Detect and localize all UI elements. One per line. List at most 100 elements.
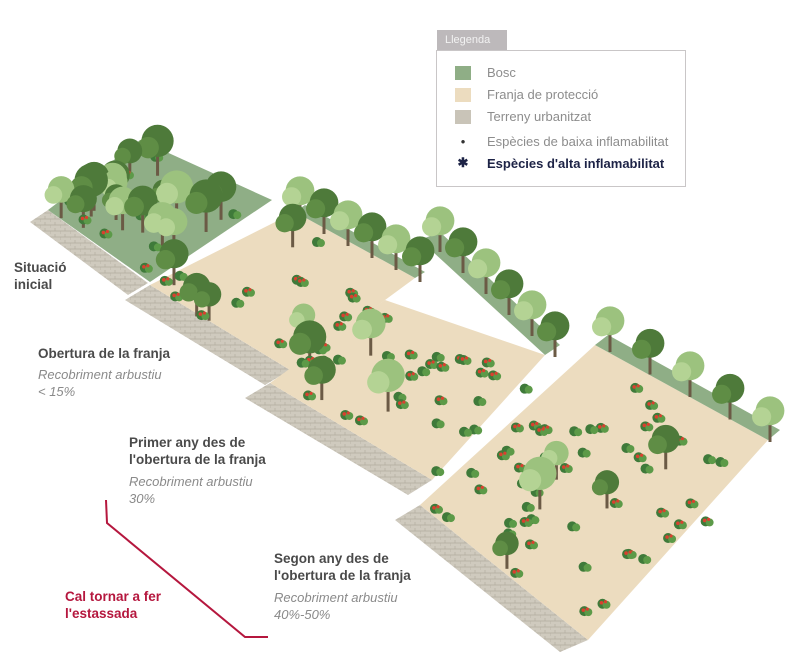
asterisk-icon: ✱ — [457, 155, 469, 170]
high-flammability-shrub — [685, 498, 699, 509]
low-flammability-shrub — [148, 241, 162, 252]
urban-strip — [125, 285, 290, 385]
low-flammability-shrub — [431, 418, 445, 429]
high-flammability-shrub — [609, 498, 623, 509]
high-flammability-shrub — [78, 214, 92, 225]
high-flammability-shrub — [510, 422, 524, 433]
tree — [422, 206, 455, 252]
high-flammability-shrub — [340, 409, 354, 420]
low-flammability-shrub — [569, 426, 583, 437]
high-flammability-shrub — [429, 503, 443, 514]
tree — [445, 227, 478, 273]
high-flammability-shrub — [241, 286, 255, 297]
legend-title: Llegenda — [437, 30, 507, 50]
stage-2-title: Obertura de la franja — [38, 346, 171, 361]
tree — [402, 236, 435, 282]
stage-2-coverage: Recobriment arbustiu< 15% — [38, 367, 162, 399]
low-flammability-shrub — [417, 366, 431, 377]
urban-strip — [395, 505, 588, 652]
tree — [378, 224, 411, 270]
tree — [124, 185, 158, 233]
high-flammability-shrub — [354, 415, 368, 426]
high-flammability-shrub — [303, 390, 317, 401]
high-flammability-shrub — [640, 421, 654, 432]
high-flammability-shrub — [395, 399, 409, 410]
tree — [354, 212, 387, 258]
tree — [185, 179, 223, 232]
low-flammability-shrub — [332, 354, 346, 365]
high-flammability-shrub — [333, 320, 347, 331]
tree — [367, 358, 405, 412]
high-flammability-shrub — [622, 549, 636, 560]
legend-item-protection-strip: Franja de protecció — [455, 87, 598, 102]
legend-item-low-flammability: •Espècies de baixa inflamabilitat — [455, 134, 669, 149]
tree — [468, 248, 501, 294]
tree — [352, 308, 386, 356]
tree — [537, 311, 570, 357]
low-flammability-shrub — [640, 463, 654, 474]
high-flammability-shrub — [434, 395, 448, 406]
low-flammability-shrub — [521, 501, 535, 512]
high-flammability-shrub — [99, 228, 113, 239]
high-flammability-shrub — [513, 462, 527, 473]
high-flammability-shrub — [673, 519, 687, 530]
legend: Bosc Franja de protecció Terreny urbanit… — [436, 50, 686, 187]
urban-strip — [30, 210, 148, 295]
forest-swatch — [455, 65, 471, 80]
high-flammability-shrub — [510, 567, 524, 578]
high-flammability-shrub — [458, 354, 472, 365]
high-flammability-shrub — [630, 382, 644, 393]
high-flammability-shrub — [139, 262, 153, 273]
legend-item-high-flammability: ✱Espècies d'alta inflamabilitat — [455, 155, 665, 171]
tree — [44, 176, 75, 219]
high-flammability-shrub — [425, 359, 439, 370]
high-flammability-shrub — [295, 276, 309, 287]
tree — [492, 531, 519, 569]
low-flammability-shrub — [519, 383, 533, 394]
high-flammability-shrub — [339, 311, 353, 322]
repeat-clearing-line — [105, 499, 268, 638]
protection-strip — [270, 300, 545, 480]
low-flammability-shrub — [621, 442, 635, 453]
tree — [137, 124, 174, 176]
high-flammability-shrub — [663, 532, 677, 543]
high-flammability-shrub — [645, 399, 659, 410]
tree — [592, 306, 625, 352]
low-flammability-shrub — [431, 466, 445, 477]
low-flammability-shrub — [228, 209, 242, 220]
low-flammability-shrub — [577, 447, 591, 458]
tree — [591, 470, 620, 509]
tree — [155, 170, 194, 223]
forest-strip — [420, 232, 560, 355]
high-flammability-shrub — [496, 450, 510, 461]
low-flammability-shrub — [715, 456, 729, 467]
high-flammability-shrub — [347, 292, 361, 303]
urban-strip — [245, 383, 432, 495]
forest-strip — [595, 335, 780, 440]
tree — [519, 456, 557, 510]
high-flammability-shrub — [597, 598, 611, 609]
low-flammability-shrub — [441, 512, 455, 523]
high-flammability-shrub — [559, 463, 573, 474]
high-flammability-shrub — [196, 310, 210, 321]
high-flammability-shrub — [579, 606, 593, 617]
high-flammability-shrub — [274, 338, 288, 349]
vegetation — [44, 124, 785, 617]
tree — [306, 188, 339, 234]
tree — [114, 138, 143, 178]
high-flammability-shrub — [652, 412, 666, 423]
tree — [275, 203, 307, 248]
high-flammability-shrub — [656, 507, 670, 518]
tree — [330, 200, 363, 246]
high-flammability-shrub — [535, 425, 549, 436]
low-flammability-shrub — [703, 454, 717, 465]
dot-icon: • — [460, 134, 466, 149]
low-flammability-shrub — [431, 351, 445, 362]
tree — [648, 424, 680, 470]
urban-swatch — [455, 109, 471, 124]
high-flammability-shrub — [475, 367, 489, 378]
